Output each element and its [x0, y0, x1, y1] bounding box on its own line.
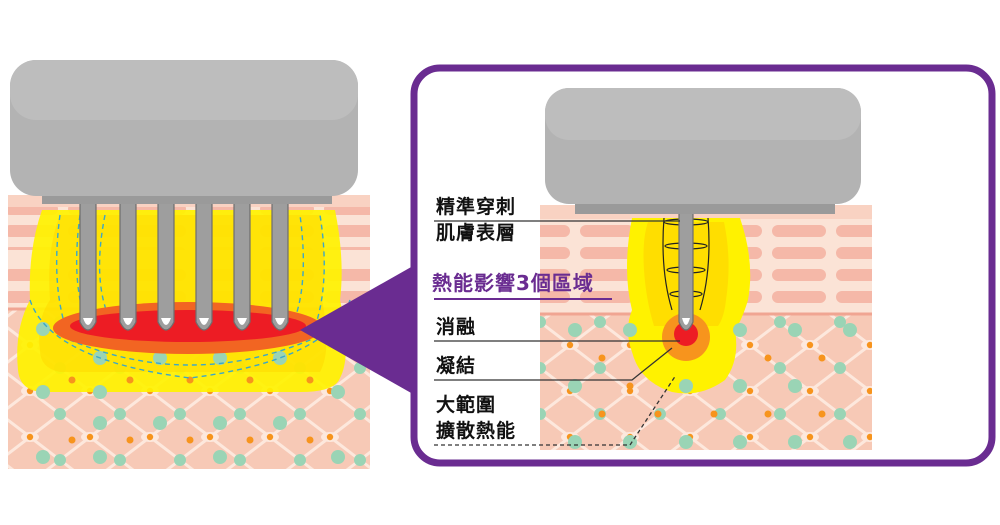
leader-lines: [434, 220, 680, 446]
left-ablation-zone: [70, 310, 306, 342]
zoom-callout-pointer: [300, 262, 420, 398]
needle: [119, 199, 137, 331]
right-cell-dots: [568, 323, 857, 449]
left-needles: [79, 199, 289, 331]
needle: [157, 199, 175, 331]
needle: [271, 199, 289, 331]
needle: [195, 199, 213, 331]
label-thermal-zones-title: 熱能影響3個區域: [432, 271, 594, 295]
left-device-head: [10, 60, 358, 204]
label-ablation: 消融: [436, 316, 477, 338]
right-device-head: [545, 88, 861, 214]
label-coagulation: 凝結: [436, 355, 477, 377]
label-precise-puncture: 精準穿刺 肌膚表層: [436, 196, 517, 244]
right-needle: [678, 204, 694, 331]
needle: [79, 199, 97, 331]
label-diffusion: 大範圍 擴散熱能: [436, 394, 517, 442]
right-ablation-zone: [674, 322, 698, 346]
needle: [233, 199, 251, 331]
